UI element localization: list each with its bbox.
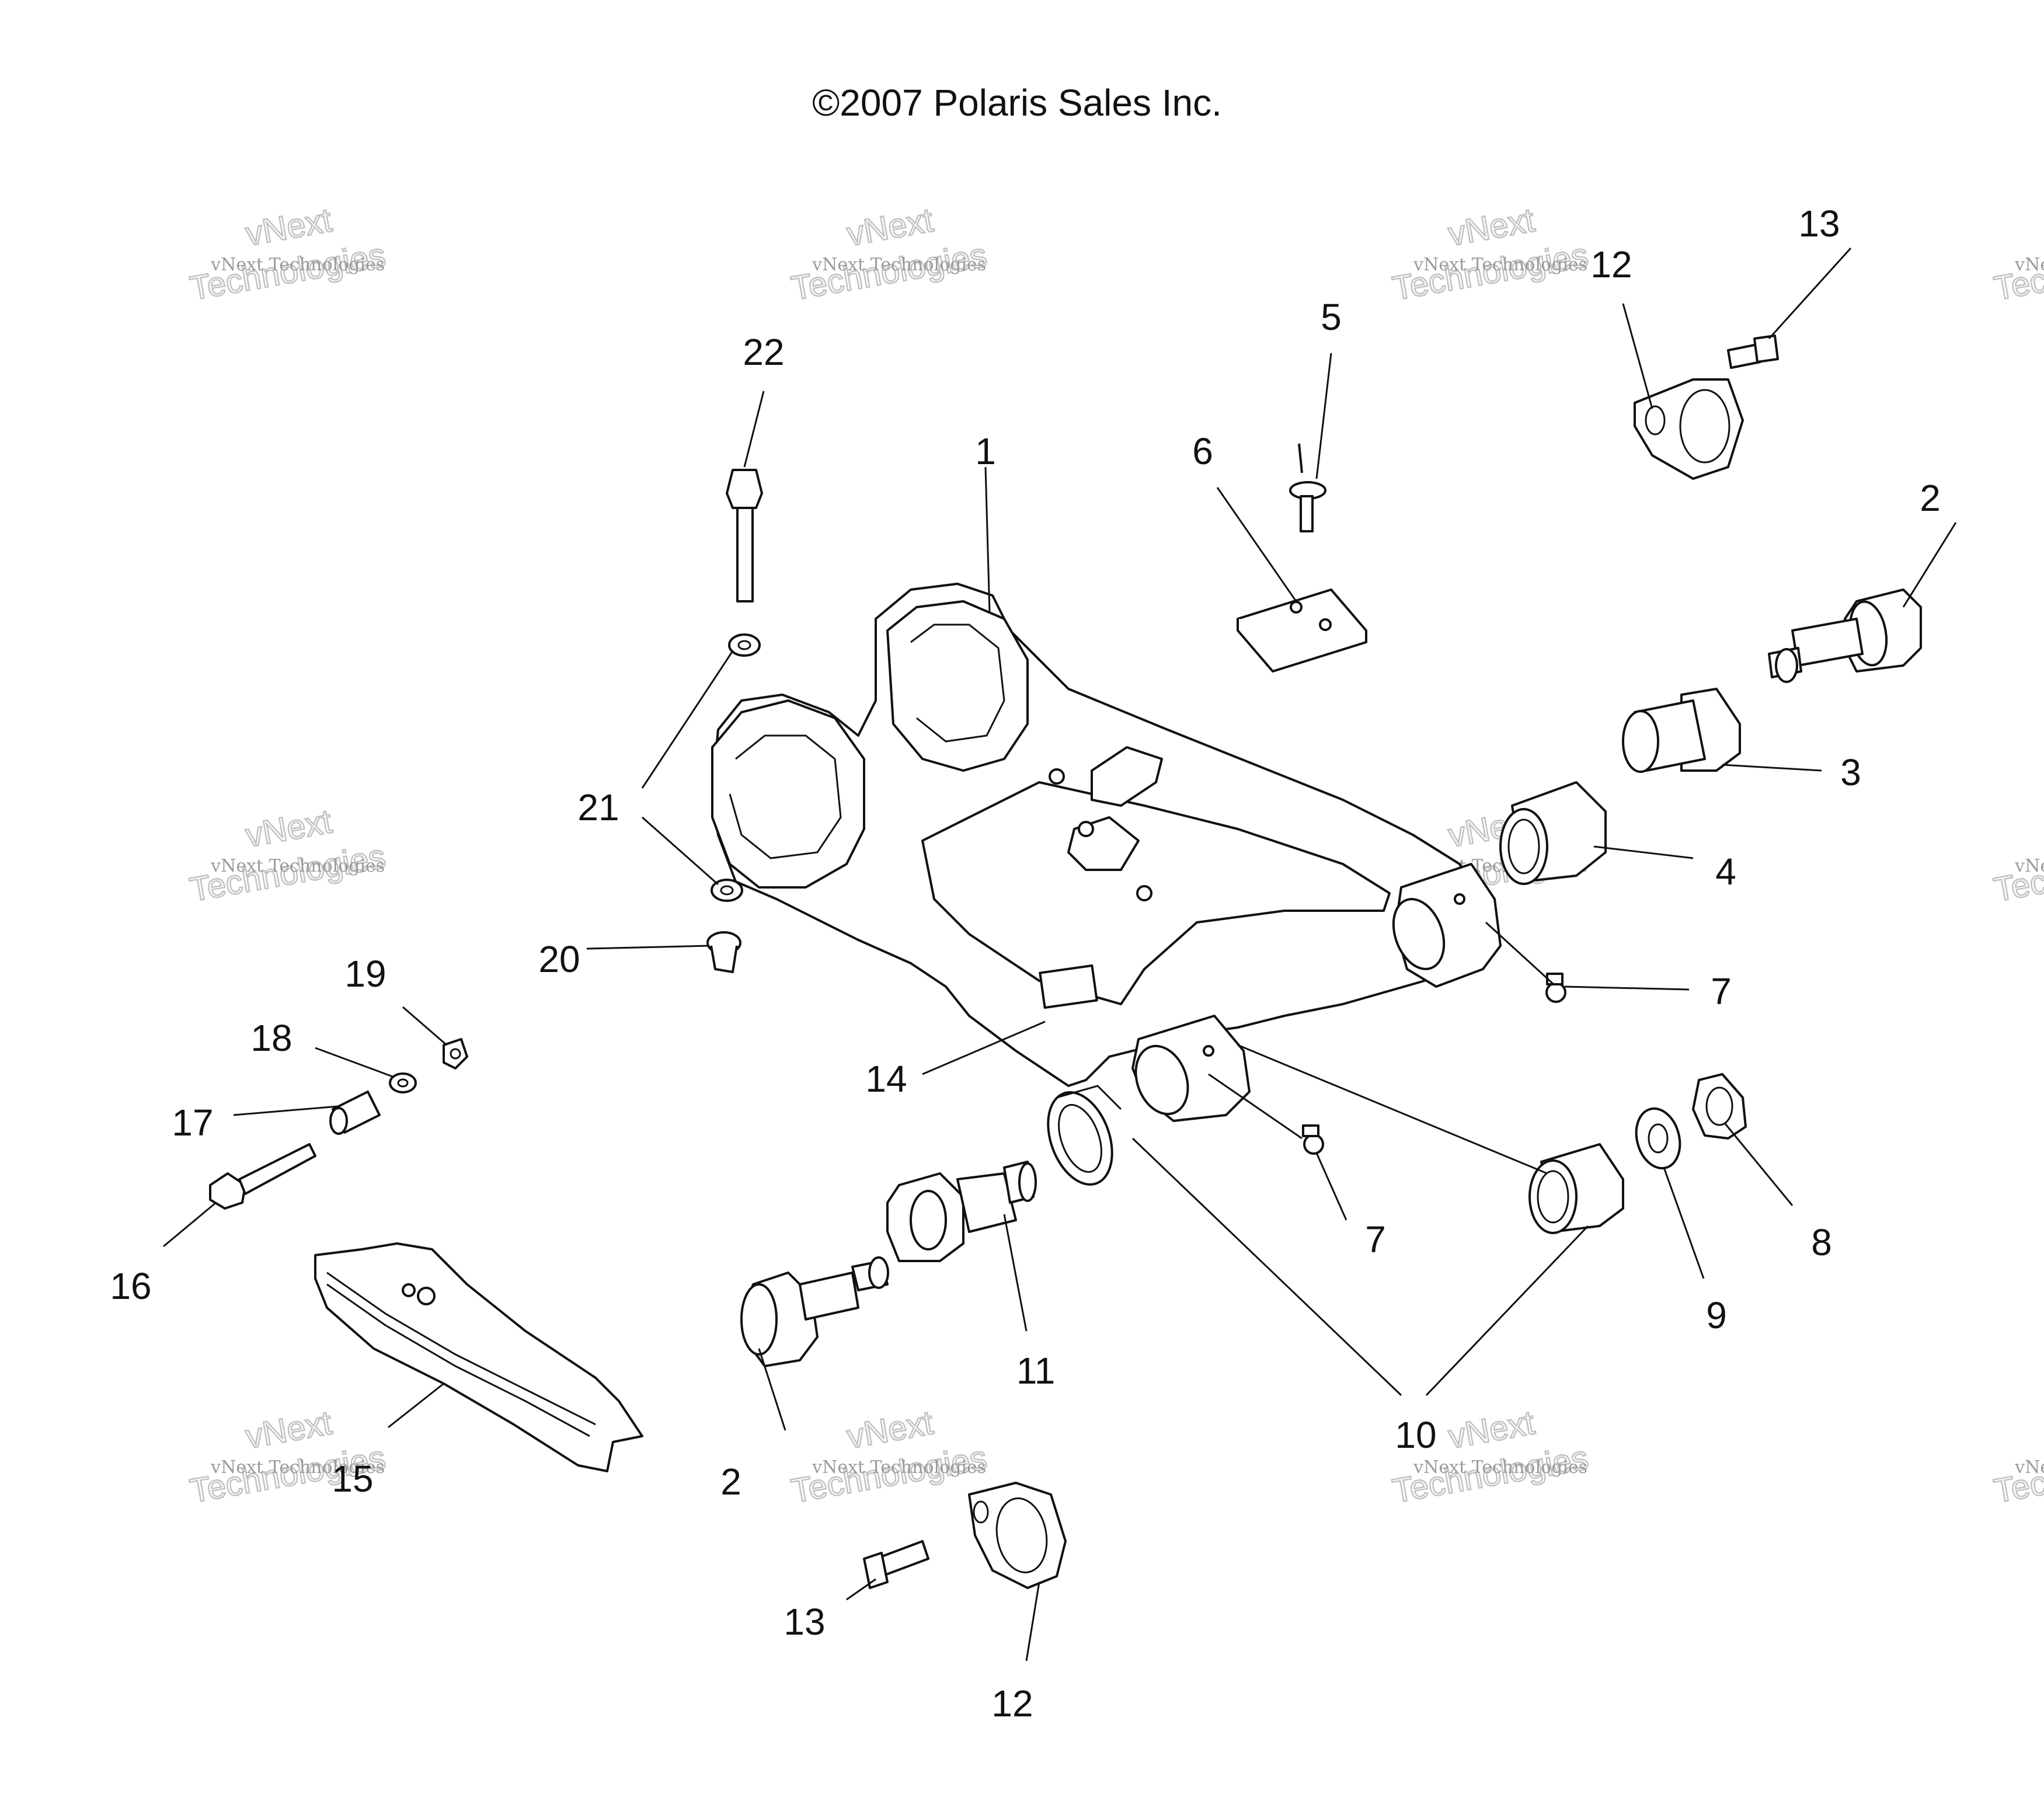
flanged-shaft-part (886, 1161, 1037, 1262)
copyright-notice: ©2007 Polaris Sales Inc. (812, 82, 1222, 124)
watermark-small-line: vNext Technologies (1413, 255, 1587, 275)
flanged-bushing-part (1622, 688, 1741, 773)
watermark-big-line-1: vNext (1446, 201, 1537, 253)
small-washer-part (389, 1072, 417, 1093)
callout-21: 21 (577, 786, 619, 828)
grommet-part (706, 931, 741, 973)
callout-13-upper: 13 (1798, 203, 1840, 245)
sleeve-part (329, 1091, 381, 1135)
watermark-small-line: vNext Technologies (1413, 1457, 1587, 1478)
callout-12-upper: 12 (1590, 243, 1632, 285)
callout-11: 11 (1016, 1350, 1055, 1392)
watermark-big-line-1: vNext (844, 1403, 936, 1456)
callout-9: 9 (1706, 1294, 1727, 1336)
axle-lower-part (740, 1256, 889, 1367)
grease-fitting-lower-part (1302, 1124, 1324, 1155)
bearing-cup-upper-part (1499, 781, 1607, 885)
callout-13-lower: 13 (784, 1601, 825, 1643)
callout-5: 5 (1321, 296, 1342, 338)
callout-labels: 1 2 2 3 4 5 6 7 7 8 9 10 11 12 12 13 13 … (110, 203, 1940, 1725)
callout-10: 10 (1395, 1414, 1436, 1456)
watermark-small-line: vNext Technologies (812, 1457, 986, 1478)
grease-fitting-upper-part (1545, 973, 1566, 1003)
swingarm-frame-part (711, 583, 1502, 1122)
callout-7-upper: 7 (1711, 970, 1732, 1012)
callout-3: 3 (1840, 751, 1861, 793)
callout-2-lower: 2 (720, 1461, 741, 1503)
callout-6: 6 (1192, 430, 1213, 472)
watermark-small-line: vNext Technologies (2014, 255, 2044, 275)
rivet-pin-part (1289, 443, 1326, 532)
callout-8: 8 (1811, 1221, 1832, 1263)
washer-part (1635, 1107, 1681, 1170)
bolt-lower-part (863, 1540, 929, 1589)
watermark-big-line-1: vNext (844, 201, 936, 253)
callout-7-lower: 7 (1365, 1218, 1386, 1260)
watermark-big-line-1: vNext (1446, 1403, 1537, 1456)
watermark-big-line-1: vNext (243, 201, 335, 253)
callout-19: 19 (344, 953, 386, 995)
hex-nut-part (1692, 1073, 1747, 1140)
lock-plate-lower-part (968, 1482, 1067, 1589)
callout-14: 14 (865, 1058, 907, 1100)
lock-plate-upper-part (1634, 378, 1744, 480)
callout-16: 16 (110, 1265, 151, 1307)
watermark-small-line: vNext Technologies (2014, 856, 2044, 876)
bearing-cup-right-part (1528, 1143, 1624, 1234)
watermark-small-line: vNext Technologies (210, 1457, 385, 1478)
watermark-small-line: vNext Technologies (812, 255, 986, 275)
callout-12-lower: 12 (991, 1682, 1033, 1725)
callout-17: 17 (172, 1102, 213, 1144)
callout-18: 18 (250, 1017, 292, 1059)
washer-pair-part (711, 633, 761, 902)
watermark-small-line: vNext Technologies (210, 856, 385, 876)
bearing-cup-left-part (1047, 1085, 1122, 1186)
bolt-upper-part (1727, 335, 1779, 369)
callout-2-upper: 2 (1920, 477, 1941, 519)
callout-15: 15 (332, 1458, 373, 1500)
small-nut-part (443, 1038, 468, 1070)
callout-1: 1 (975, 430, 996, 472)
slide-rail-part (314, 1242, 643, 1472)
watermark-big-line-1: vNext (243, 1403, 335, 1456)
plate-part (1237, 588, 1367, 673)
callout-22: 22 (743, 331, 784, 373)
leader-lines (163, 247, 1957, 1661)
axle-upper-part (1768, 588, 1922, 683)
watermark-big-line-1: vNext (243, 802, 335, 855)
watermark-small-line: vNext Technologies (210, 255, 385, 275)
long-bolt-vertical-part (726, 469, 763, 602)
long-bolt-part (209, 1143, 316, 1210)
watermark-small-line: vNext Technologies (2014, 1457, 2044, 1478)
callout-4: 4 (1715, 851, 1736, 893)
callout-20: 20 (538, 938, 580, 980)
